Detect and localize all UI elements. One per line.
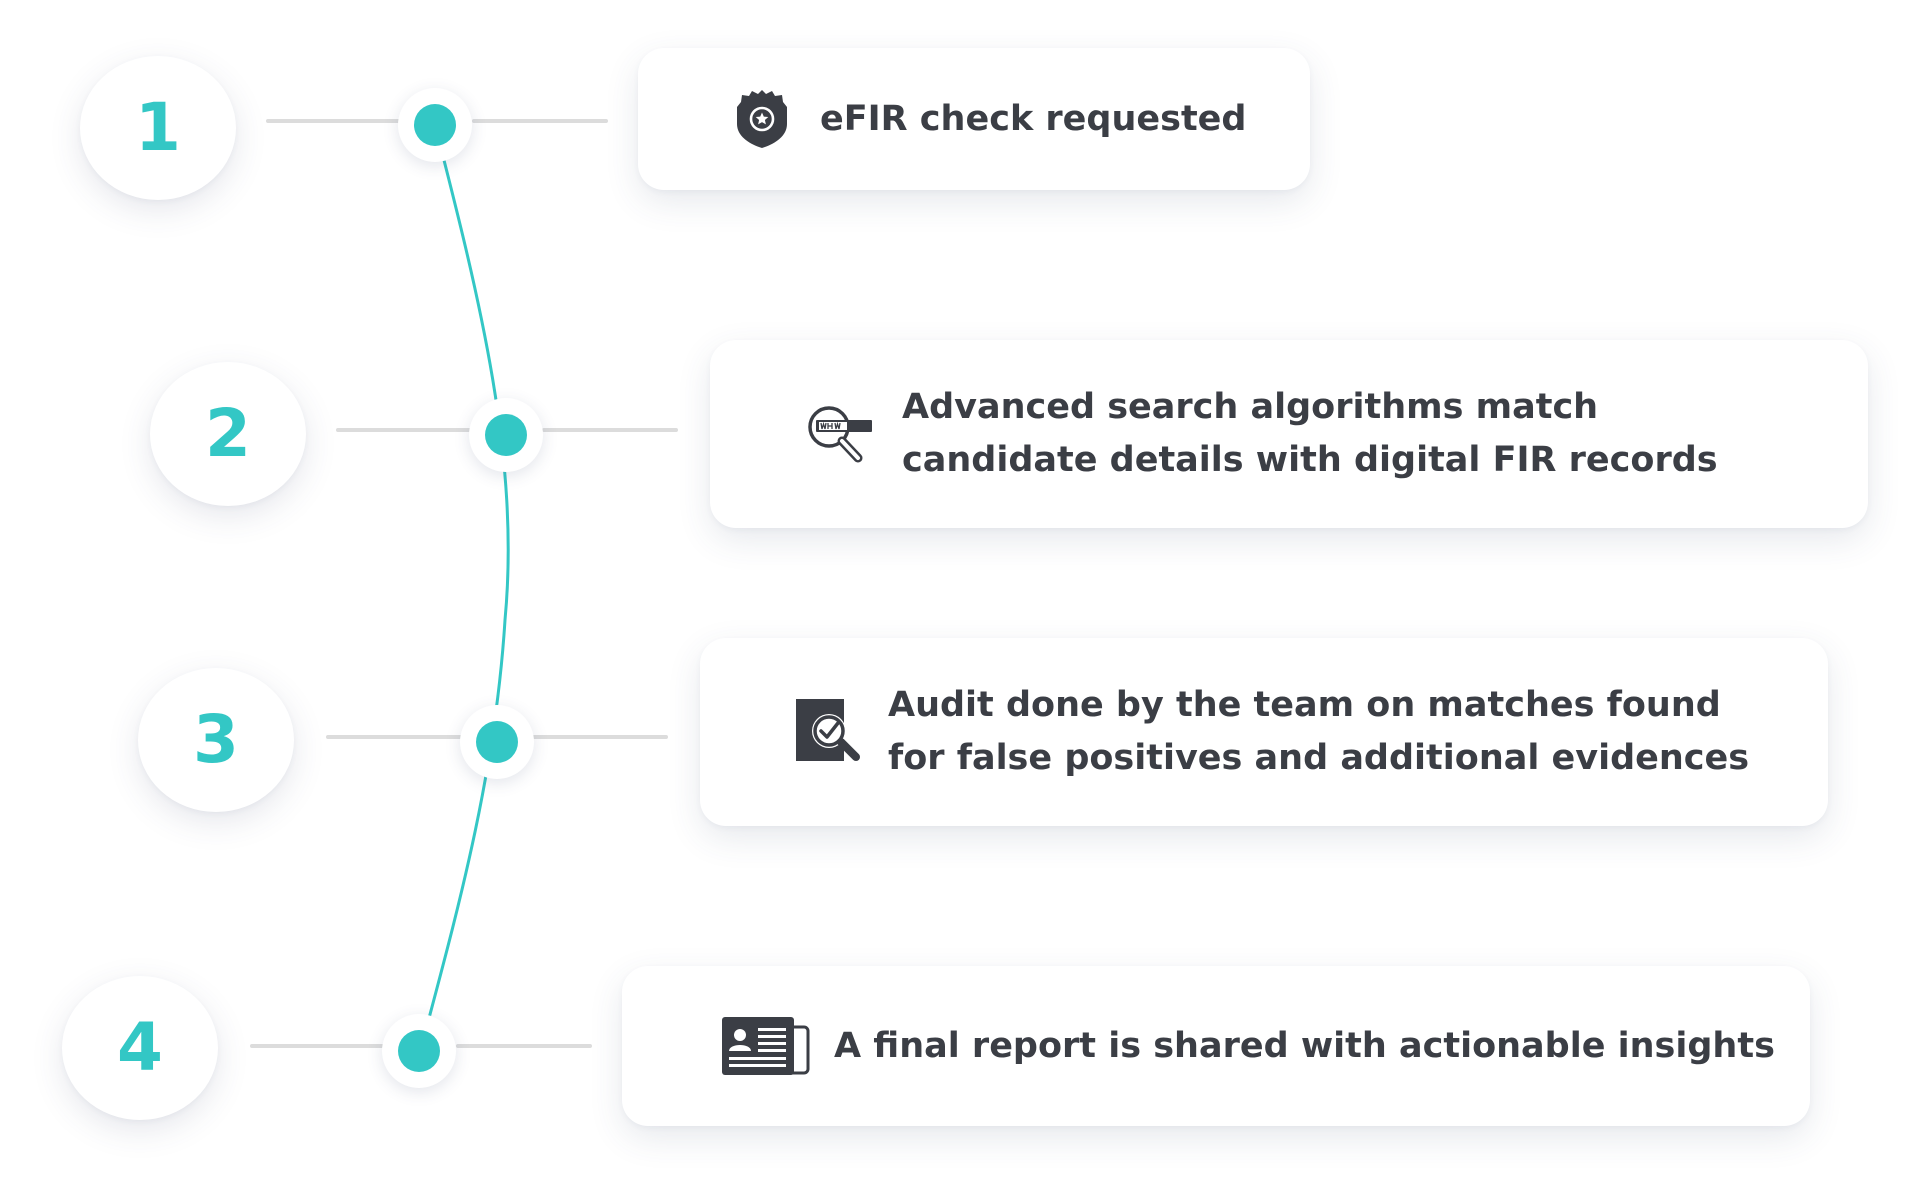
step-2-text: Advanced search algorithms match candida…: [902, 387, 1718, 480]
step-2-number: 2: [205, 395, 251, 472]
step-3-number: 3: [193, 701, 239, 778]
step-1-text: eFIR check requested: [820, 98, 1247, 139]
police-badge-icon: [734, 88, 790, 150]
timeline-curve-path: [418, 124, 510, 1053]
step-4-connector-right: [456, 1044, 592, 1048]
step-3-card: Audit done by the team on matches found …: [700, 638, 1828, 826]
magnifier-search-icon: [804, 403, 874, 465]
step-4-connector-left: [250, 1044, 384, 1048]
step-1-dot-fill: [414, 104, 456, 146]
step-2-number-circle: 2: [150, 362, 306, 506]
step-1-connector-left: [266, 119, 400, 123]
step-2-connector-left: [336, 428, 472, 432]
step-1-number-circle: 1: [80, 56, 236, 200]
step-3-text: Audit done by the team on matches found …: [888, 685, 1750, 778]
audit-check-icon: [794, 697, 864, 767]
step-4-text: A final report is shared with actionable…: [834, 1025, 1775, 1066]
step-2-dot-fill: [485, 414, 527, 456]
step-2-connector-right: [542, 428, 678, 432]
step-3-timeline-dot: [460, 705, 534, 779]
step-2-timeline-dot: [469, 398, 543, 472]
step-1-connector-right: [472, 119, 608, 123]
step-4-number-circle: 4: [62, 976, 218, 1120]
step-1-number: 1: [135, 89, 181, 166]
step-4-dot-fill: [398, 1030, 440, 1072]
step-1-timeline-dot: [398, 88, 472, 162]
step-3-dot-fill: [476, 721, 518, 763]
step-4-card: A final report is shared with actionable…: [622, 966, 1810, 1126]
step-1-card: eFIR check requested: [638, 48, 1310, 190]
step-4-timeline-dot: [382, 1014, 456, 1088]
step-3-number-circle: 3: [138, 668, 294, 812]
step-3-connector-right: [532, 735, 668, 739]
report-document-icon: [720, 1015, 812, 1077]
step-4-number: 4: [117, 1009, 163, 1086]
step-2-card: Advanced search algorithms match candida…: [710, 340, 1868, 528]
step-3-connector-left: [326, 735, 462, 739]
